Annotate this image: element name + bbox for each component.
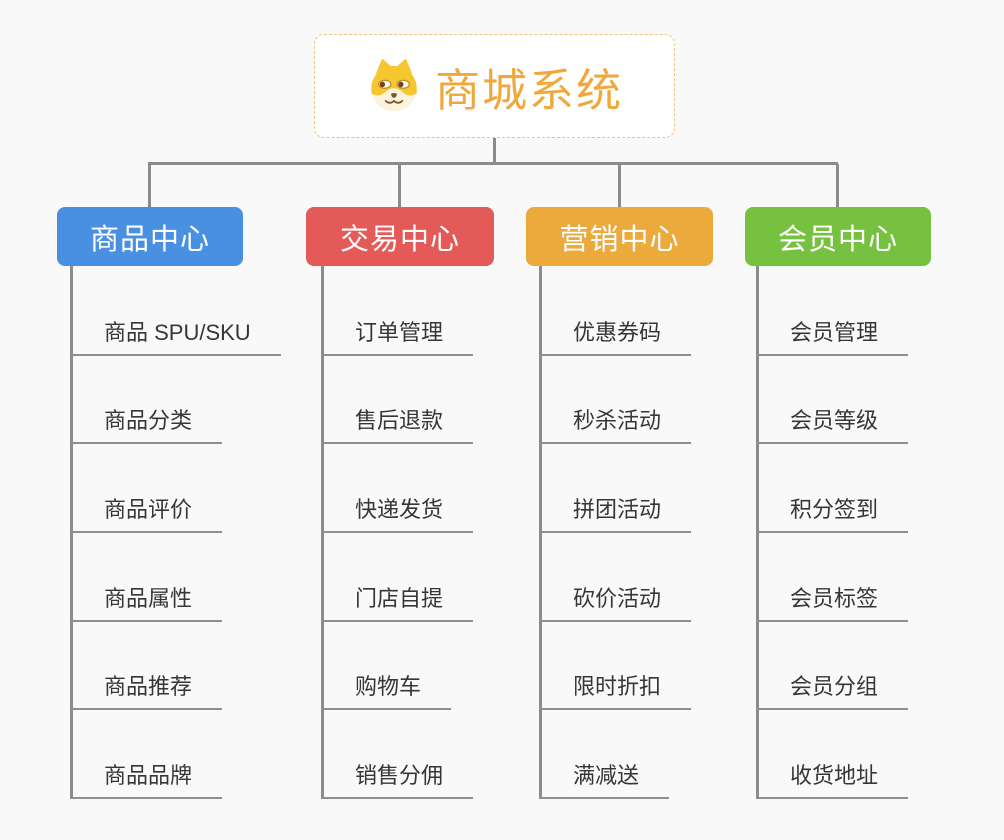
leaf-node[interactable]: 会员分组 [756,672,909,710]
leaf-node[interactable]: 商品推荐 [70,672,223,710]
leaf-node[interactable]: 拼团活动 [539,495,692,533]
leaf-node[interactable]: 砍价活动 [539,584,692,622]
leaf-node[interactable]: 商品品牌 [70,761,223,799]
root-node[interactable]: 商城系统 [314,34,675,138]
branch-node-goods-center[interactable]: 商品中心 [57,207,243,266]
root-title: 商城系统 [434,64,623,116]
connector-drop-1 [148,164,151,207]
leaf-node[interactable]: 商品属性 [70,584,223,622]
leaf-node[interactable]: 会员标签 [756,584,909,622]
connector-trunk [148,162,838,165]
leaf-node[interactable]: 商品评价 [70,495,223,533]
leaf-node[interactable]: 优惠券码 [539,318,692,356]
leaf-node[interactable]: 会员等级 [756,406,909,444]
connector-drop-2 [398,164,401,207]
dog-face-icon [371,59,417,112]
leaf-node[interactable]: 商品分类 [70,406,223,444]
branch-node-member-center[interactable]: 会员中心 [745,207,931,266]
leaf-node[interactable]: 秒杀活动 [539,406,692,444]
leaf-node[interactable]: 会员管理 [756,318,909,356]
leaf-node[interactable]: 积分签到 [756,495,909,533]
leaf-node[interactable]: 销售分佣 [321,761,474,799]
connector-drop-4 [836,164,839,207]
leaf-node[interactable]: 购物车 [321,672,452,710]
leaf-node[interactable]: 售后退款 [321,406,474,444]
leaf-node[interactable]: 收货地址 [756,761,909,799]
leaf-node[interactable]: 快递发货 [321,495,474,533]
leaf-node[interactable]: 商品 SPU/SKU [70,318,281,356]
branch-node-marketing-center[interactable]: 营销中心 [526,207,713,266]
leaf-node[interactable]: 订单管理 [321,318,474,356]
leaf-node[interactable]: 门店自提 [321,584,474,622]
leaf-node[interactable]: 限时折扣 [539,672,692,710]
branch-node-trade-center[interactable]: 交易中心 [306,207,494,266]
connector-root-stub [493,138,496,165]
connector-drop-3 [618,164,621,207]
leaf-node[interactable]: 满减送 [539,761,670,799]
